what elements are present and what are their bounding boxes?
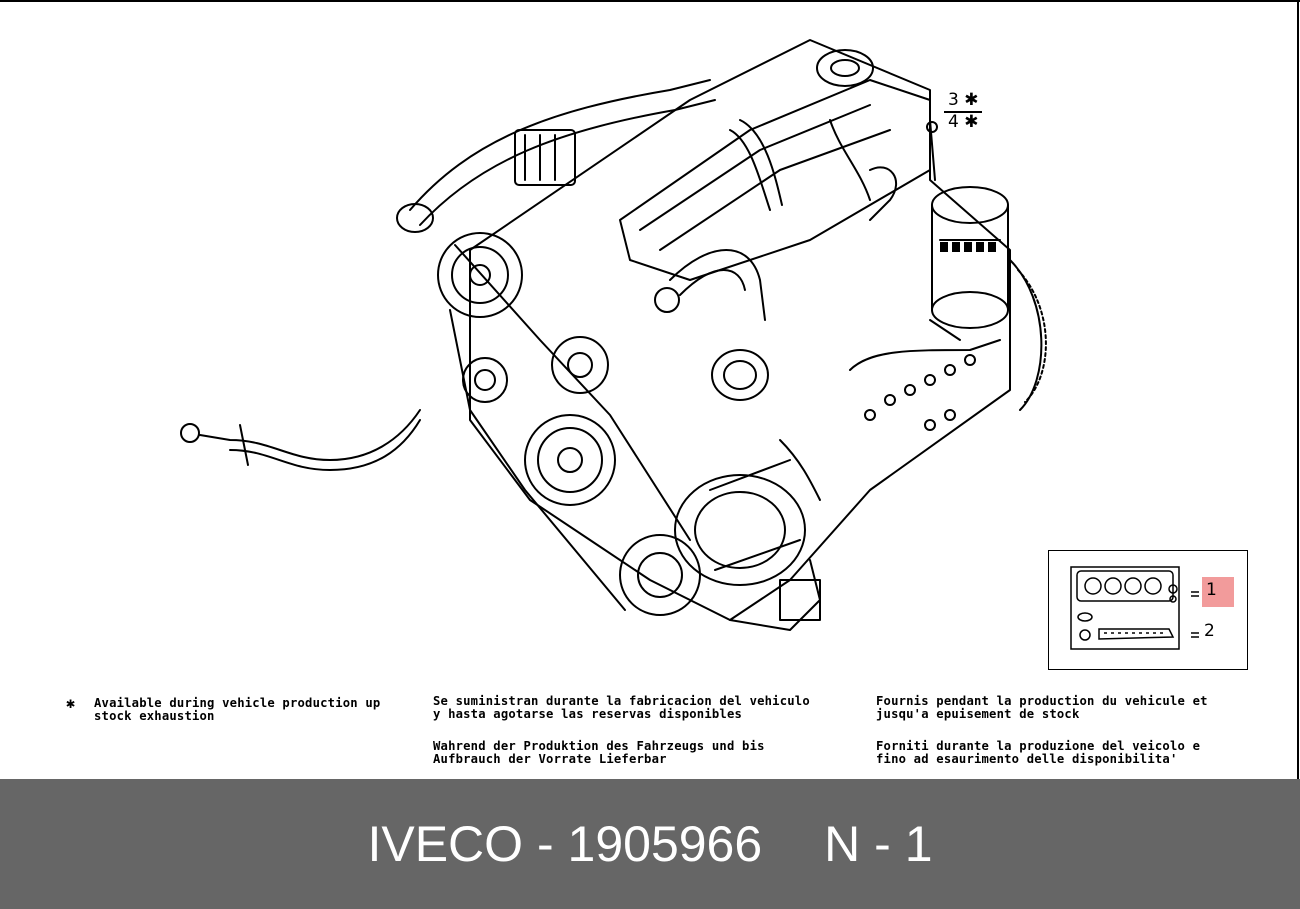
availability-marker: ✱: [66, 694, 76, 712]
note-spanish: Se suministran durante la fabricacion de…: [433, 694, 810, 721]
frame-right-line: [1297, 0, 1299, 779]
footer-separator: -: [536, 816, 554, 872]
brand-name: IVECO: [367, 816, 524, 872]
part-number: 1905966: [567, 816, 763, 872]
callout-3-star: ✱: [964, 90, 979, 110]
footer-caption: IVECO - 1905966 N - 1: [0, 779, 1300, 909]
frame-top-line: [0, 0, 1300, 2]
inset-item-1-label[interactable]: 1: [1206, 580, 1217, 600]
gasket-kit-inset: [1048, 550, 1248, 670]
parts-diagram-sheet: 3 ✱ 4 ✱ 1 2: [0, 0, 1300, 779]
callout-4: 4 ✱: [948, 112, 978, 132]
note-german: Wahrend der Produktion des Fahrzeugs und…: [433, 739, 765, 766]
engine-illustration: [180, 39, 1047, 631]
callout-3: 3 ✱: [948, 90, 978, 110]
note-french: Fournis pendant la production du vehicul…: [876, 694, 1208, 721]
page-label: N - 1: [824, 816, 933, 872]
footer-bar: IVECO - 1905966 N - 1: [0, 779, 1300, 909]
note-english: Available during vehicle production up s…: [94, 696, 381, 723]
inset-item-2-label[interactable]: 2: [1204, 621, 1215, 641]
callout-4-star: ✱: [964, 112, 979, 132]
highlight-item-1: [1202, 577, 1234, 607]
gasket-drawing: [1070, 566, 1199, 650]
note-italian: Forniti durante la produzione del veicol…: [876, 739, 1201, 766]
callout-3-number: 3: [948, 90, 959, 110]
callout-4-number: 4: [948, 112, 959, 132]
callout-divider: [944, 111, 982, 113]
